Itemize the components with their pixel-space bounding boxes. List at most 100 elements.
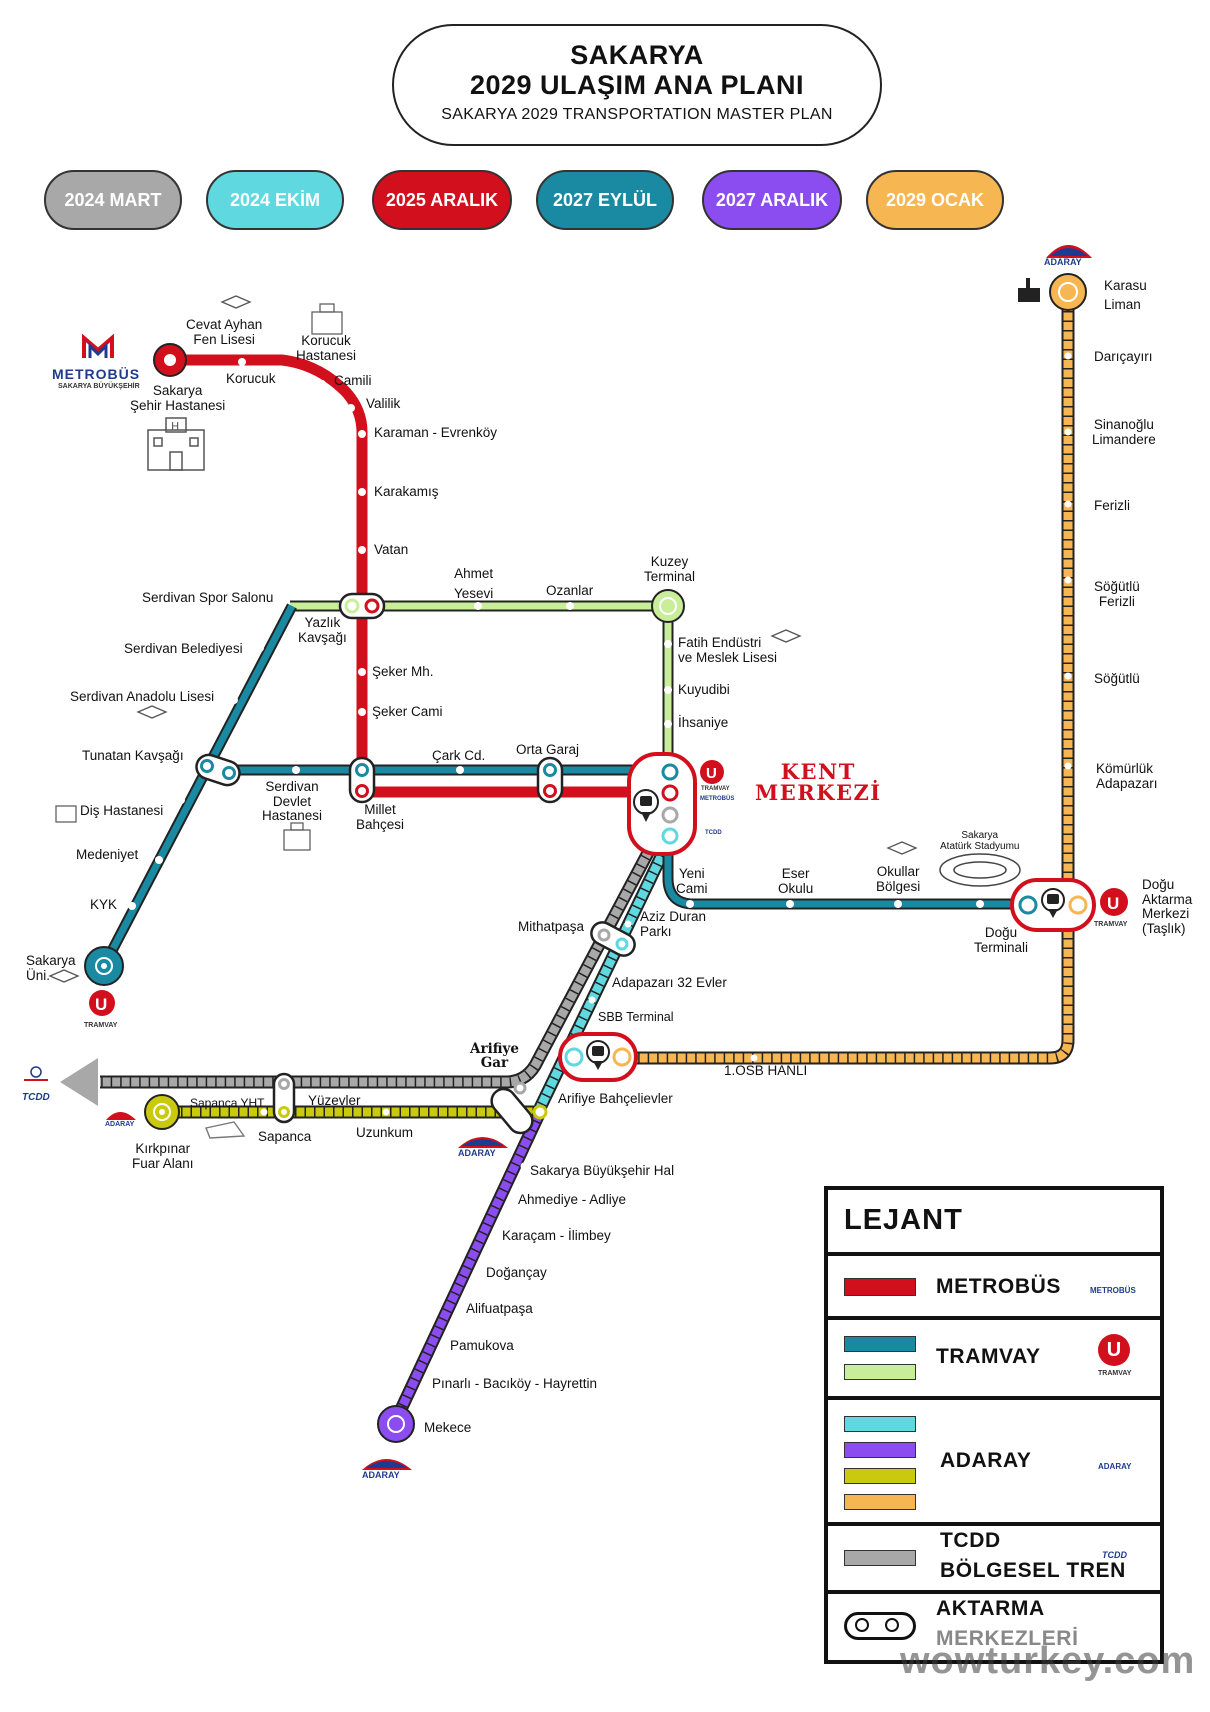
metrobus-logo-sub: SAKARYA BÜYÜKŞEHİR — [58, 383, 140, 390]
legend-row-tcdd: TCDD BÖLGESEL TREN TCDD — [828, 1522, 1160, 1594]
station-label: Mithatpaşa — [518, 919, 585, 934]
station-label: Orta Garaj — [516, 742, 580, 757]
station-label: 1.OSB HANLI — [724, 1063, 808, 1078]
station-label: Medeniyet — [76, 847, 139, 862]
transfer-kent-merkezi — [627, 752, 697, 856]
transfer-arifiye — [490, 1081, 548, 1135]
station-label: Millet Bahçesi — [356, 802, 405, 832]
adaray-yellow-swatch — [844, 1468, 916, 1484]
adaray-logo-text: ADARAY — [1044, 257, 1082, 267]
station-label: Serdivan Anadolu Lisesi — [70, 689, 215, 704]
timeline-2027-eylul: 2027 EYLÜL — [536, 170, 674, 230]
adaray-orange-line — [612, 292, 1075, 1065]
adaray-logo-text: ADARAY — [105, 1121, 135, 1128]
station-label: Karasu Liman — [1104, 278, 1147, 312]
legend-label-aktarma-2: MERKEZLERİ — [936, 1627, 1079, 1650]
title-box: SAKARYA 2029 ULAŞIM ANA PLANI SAKARYA 20… — [392, 24, 882, 146]
station-label: Sakarya Üni. — [26, 953, 76, 983]
adaray-logo-icon — [106, 1112, 136, 1120]
station-label: Kuzey Terminal — [644, 554, 696, 584]
station-label: Doğu Aktarma Merkezi (Taşlık) — [1142, 877, 1193, 936]
tramvay-logo-text: TRAMVAY — [1098, 1370, 1132, 1377]
station-label: Ozanlar — [546, 583, 594, 598]
station-label: Yazlık Kavşağı — [298, 615, 347, 645]
terminus-markers — [84, 273, 1087, 1443]
bus-icon — [633, 789, 659, 822]
aktarma-swatch — [844, 1612, 916, 1640]
adaray-logo-text: ADARAY — [1098, 1462, 1132, 1471]
legend-label-tcdd-2: BÖLGESEL TREN — [940, 1559, 1126, 1582]
station-label: Cevat Ayhan Fen Lisesi — [186, 317, 263, 347]
tramvay-logo-icon: U — [700, 760, 724, 784]
station-label: Şeker Cami — [372, 704, 443, 719]
transfer-sbb-terminal — [558, 1032, 638, 1082]
tcdd-logo-text: TCDD — [1102, 1550, 1127, 1560]
transfer-tunatan — [195, 753, 241, 787]
station-label: Karakamış — [374, 484, 439, 499]
graduation-cap-icon — [48, 295, 918, 983]
adaray-orange-swatch — [844, 1494, 916, 1510]
transfer-mithatpasa — [590, 921, 636, 957]
station-label: Aziz Duran Parkı — [640, 909, 707, 939]
tramvay-blue-swatch — [844, 1336, 916, 1352]
station-label: Sapanca — [258, 1129, 312, 1144]
station-label: İhsaniye — [678, 715, 729, 730]
adaray-logo-text: ADARAY — [362, 1470, 400, 1480]
station-label: Çark Cd. — [432, 748, 486, 763]
tcdd-swatch — [844, 1550, 916, 1566]
metrobus-logo-text: METROBÜS — [700, 796, 735, 802]
station-label: Diş Hastanesi — [80, 803, 164, 818]
svg-text:U: U — [95, 995, 107, 1014]
tcdd-line — [60, 811, 674, 1106]
hospital-icon: H — [147, 417, 205, 471]
tramvay-green-swatch — [844, 1364, 916, 1380]
kent-merkezi-label: KENT MERKEZİ — [755, 759, 882, 805]
legend-row-adaray: ADARAY ADARAY — [828, 1396, 1160, 1526]
tramvay-logo-icon: U — [1100, 888, 1128, 916]
station-label-arifiye-gar: Arifiye Gar — [470, 1041, 519, 1071]
page-subtitle: SAKARYA 2029 TRANSPORTATION MASTER PLAN — [441, 106, 833, 123]
metrobus-line — [170, 354, 668, 798]
svg-text:U: U — [1107, 894, 1119, 913]
station-label: Sakarya Atatürk Stadyumu — [940, 830, 1020, 852]
tcdd-logo-text: TCDD — [22, 1092, 50, 1103]
tramvay-logo-text: TRAMVAY — [1094, 921, 1128, 928]
timeline-2024-mart: 2024 MART — [44, 170, 182, 230]
station-label: Korucuk — [226, 371, 276, 386]
legend-row-metrobus: METROBÜS METROBÜS — [828, 1252, 1160, 1320]
stadium-icon — [939, 853, 1021, 887]
station-label: Serdivan Spor Salonu — [142, 590, 274, 605]
metrobus-logo-text: METROBÜS — [52, 366, 141, 382]
transfer-dogu-aktarma — [1010, 878, 1096, 932]
hospital-icon — [283, 822, 311, 851]
transfer-millet — [348, 756, 376, 804]
station-dots — [128, 352, 1072, 1384]
station-label: Yüzevler — [308, 1093, 361, 1108]
station-label: KYK — [90, 897, 118, 912]
bus-icon — [586, 1040, 610, 1070]
metrobus-swatch — [844, 1278, 916, 1296]
station-label: Söğütlü Ferizli — [1094, 579, 1140, 609]
port-icon — [1018, 278, 1040, 302]
timeline-2024-ekim: 2024 EKİM — [206, 170, 344, 230]
station-label: Valilik — [366, 396, 401, 411]
legend-label-metrobus: METROBÜS — [936, 1275, 1061, 1298]
legend-label-adaray: ADARAY — [940, 1449, 1032, 1472]
station-label: Ferizli — [1094, 498, 1130, 513]
transfer-yazlik — [338, 592, 386, 620]
adaray-logo-icon — [362, 1459, 412, 1470]
tcdd-arrow-icon — [60, 1058, 98, 1106]
station-label: Kömürlük Adapazarı — [1096, 761, 1158, 791]
station-label: SBB Terminal — [598, 1010, 674, 1024]
metrobus-logo-icon — [82, 333, 114, 358]
page-title-line2: 2029 ULAŞIM ANA PLANI — [469, 70, 805, 100]
hospital-icon — [55, 805, 77, 823]
station-label: Pamukova — [450, 1338, 514, 1353]
station-label: Serdivan Belediyesi — [124, 641, 243, 656]
legend-label-tramvay: TRAMVAY — [936, 1345, 1041, 1368]
adaray-logo-icon — [458, 1137, 508, 1148]
station-label: Sakarya Şehir Hastanesi — [130, 383, 226, 413]
station-label: Şeker Mh. — [372, 664, 434, 679]
tramvay-blue-line — [99, 603, 1030, 969]
adaray-logo-icon — [1046, 245, 1092, 258]
